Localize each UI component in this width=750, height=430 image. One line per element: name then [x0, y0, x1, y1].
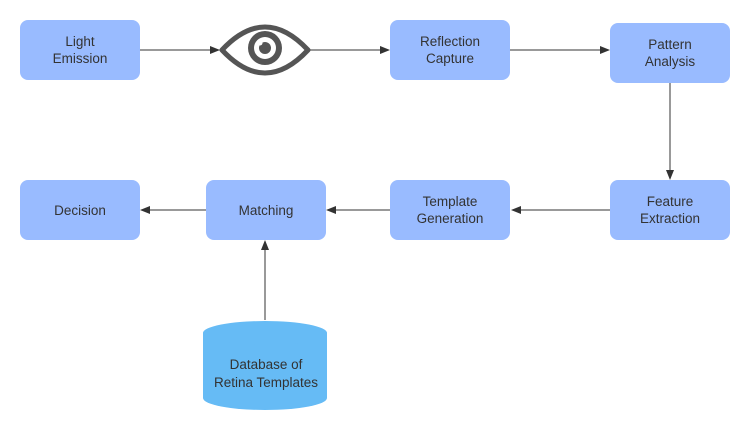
- node-feature-extraction: Feature Extraction: [610, 180, 730, 240]
- node-label: Template Generation: [416, 194, 484, 226]
- node-label: Reflection Capture: [419, 34, 481, 66]
- node-label: Matching: [238, 202, 294, 218]
- database-label: Database of Retina Templates: [213, 357, 319, 390]
- eye-icon: [219, 24, 311, 76]
- node-decision: Decision: [20, 180, 140, 240]
- node-label: Light Emission: [52, 34, 108, 66]
- node-label: Decision: [54, 202, 106, 218]
- node-template-generation: Template Generation: [390, 180, 510, 240]
- node-light-emission: Light Emission: [20, 20, 140, 80]
- node-label: Feature Extraction: [639, 194, 701, 226]
- node-label: Pattern Analysis: [644, 37, 696, 69]
- node-pattern-analysis: Pattern Analysis: [610, 23, 730, 83]
- database-cylinder: [203, 321, 327, 410]
- node-reflection-capture: Reflection Capture: [390, 20, 510, 80]
- node-matching: Matching: [206, 180, 326, 240]
